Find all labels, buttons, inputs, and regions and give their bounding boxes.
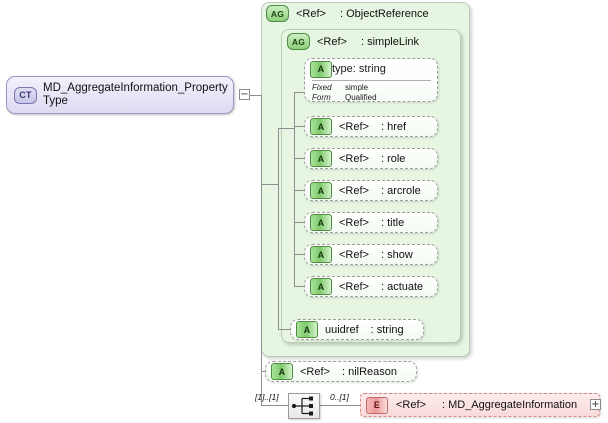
attribute-node-role[interactable]: A <Ref>: role: [304, 148, 438, 169]
attribute-group-header-objectreference: AG <Ref>: ObjectReference: [266, 5, 429, 22]
sequence-compositor[interactable]: [288, 393, 320, 419]
element-label: <Ref>: MD_AggregateInformation: [396, 399, 578, 411]
attribute-node-arcrole[interactable]: A <Ref>: arcrole: [304, 180, 438, 201]
attribute-icon: A: [310, 214, 332, 231]
attribute-icon: A: [296, 321, 318, 338]
connector: [278, 329, 290, 330]
attribute-node-show[interactable]: A <Ref>: show: [304, 244, 438, 265]
connector: [294, 222, 304, 223]
attribute-label-href: <Ref>: href: [339, 120, 407, 133]
connector: [261, 184, 278, 185]
attribute-label-role: <Ref>: role: [339, 152, 406, 165]
attribute-node-title[interactable]: A <Ref>: title: [304, 212, 438, 233]
connector: [294, 286, 304, 287]
connector: [278, 184, 279, 329]
attribute-facets-type: Fixed simple Form Qualified: [312, 80, 431, 102]
connector: [248, 95, 262, 96]
sequence-icon: [291, 396, 313, 416]
attribute-icon: A: [310, 118, 332, 135]
expand-toggle-element[interactable]: +: [590, 399, 601, 410]
connector: [294, 254, 304, 255]
attribute-icon: A: [310, 278, 332, 295]
attribute-label-arcrole: <Ref>: arcrole: [339, 184, 421, 197]
connector: [320, 405, 360, 406]
connector: [294, 158, 304, 159]
facet-key-fixed: Fixed: [312, 83, 332, 92]
attribute-node-nilreason[interactable]: A <Ref>: nilReason: [265, 361, 417, 382]
attribute-icon: A: [271, 363, 293, 380]
facet-value-form: Qualified: [345, 92, 377, 102]
occurrence-label-element: 0..[1]: [330, 392, 349, 402]
connector: [294, 190, 304, 191]
complex-type-icon: CT: [14, 86, 37, 104]
attribute-icon: A: [310, 60, 332, 78]
connector: [278, 128, 279, 184]
connector: [294, 92, 295, 286]
attribute-icon: A: [310, 182, 332, 199]
attribute-label-actuate: <Ref>: actuate: [339, 280, 424, 293]
attribute-label-type: type: string: [332, 63, 386, 75]
collapse-toggle-complex-type[interactable]: −: [239, 89, 250, 100]
element-icon: E: [366, 396, 388, 414]
connector: [261, 405, 288, 406]
attribute-label-uuidref: uuidref: string: [325, 323, 404, 336]
attribute-label-title: <Ref>: title: [339, 216, 405, 229]
facet-value-fixed: simple: [345, 83, 369, 92]
attribute-node-uuidref[interactable]: A uuidref: string: [290, 319, 424, 340]
attribute-node-actuate[interactable]: A <Ref>: actuate: [304, 276, 438, 297]
connector: [294, 92, 304, 93]
attribute-group-label-objectreference: <Ref>: ObjectReference: [296, 7, 429, 20]
attribute-node-type[interactable]: A type: string Fixed simple Form Qualifi…: [304, 58, 438, 102]
element-node-md-aggregateinformation[interactable]: E <Ref>: MD_AggregateInformation: [360, 393, 600, 417]
connector: [278, 128, 294, 129]
attribute-icon: A: [310, 150, 332, 167]
occurrence-label-compositor: [1]..[1]: [255, 392, 279, 402]
attribute-node-href[interactable]: A <Ref>: href: [304, 116, 438, 137]
connector: [261, 371, 262, 406]
attribute-label-show: <Ref>: show: [339, 248, 413, 261]
connector: [261, 95, 262, 375]
attribute-group-label-simplelink: <Ref>: simpleLink: [317, 35, 420, 48]
attribute-group-header-simplelink: AG <Ref>: simpleLink: [287, 33, 419, 50]
attribute-icon: A: [310, 246, 332, 263]
facet-key-form: Form: [312, 92, 331, 102]
connector: [294, 126, 304, 127]
attribute-label-nilreason: <Ref>: nilReason: [300, 365, 398, 378]
attribute-group-icon: AG: [266, 5, 289, 22]
attribute-group-icon: AG: [287, 33, 310, 50]
